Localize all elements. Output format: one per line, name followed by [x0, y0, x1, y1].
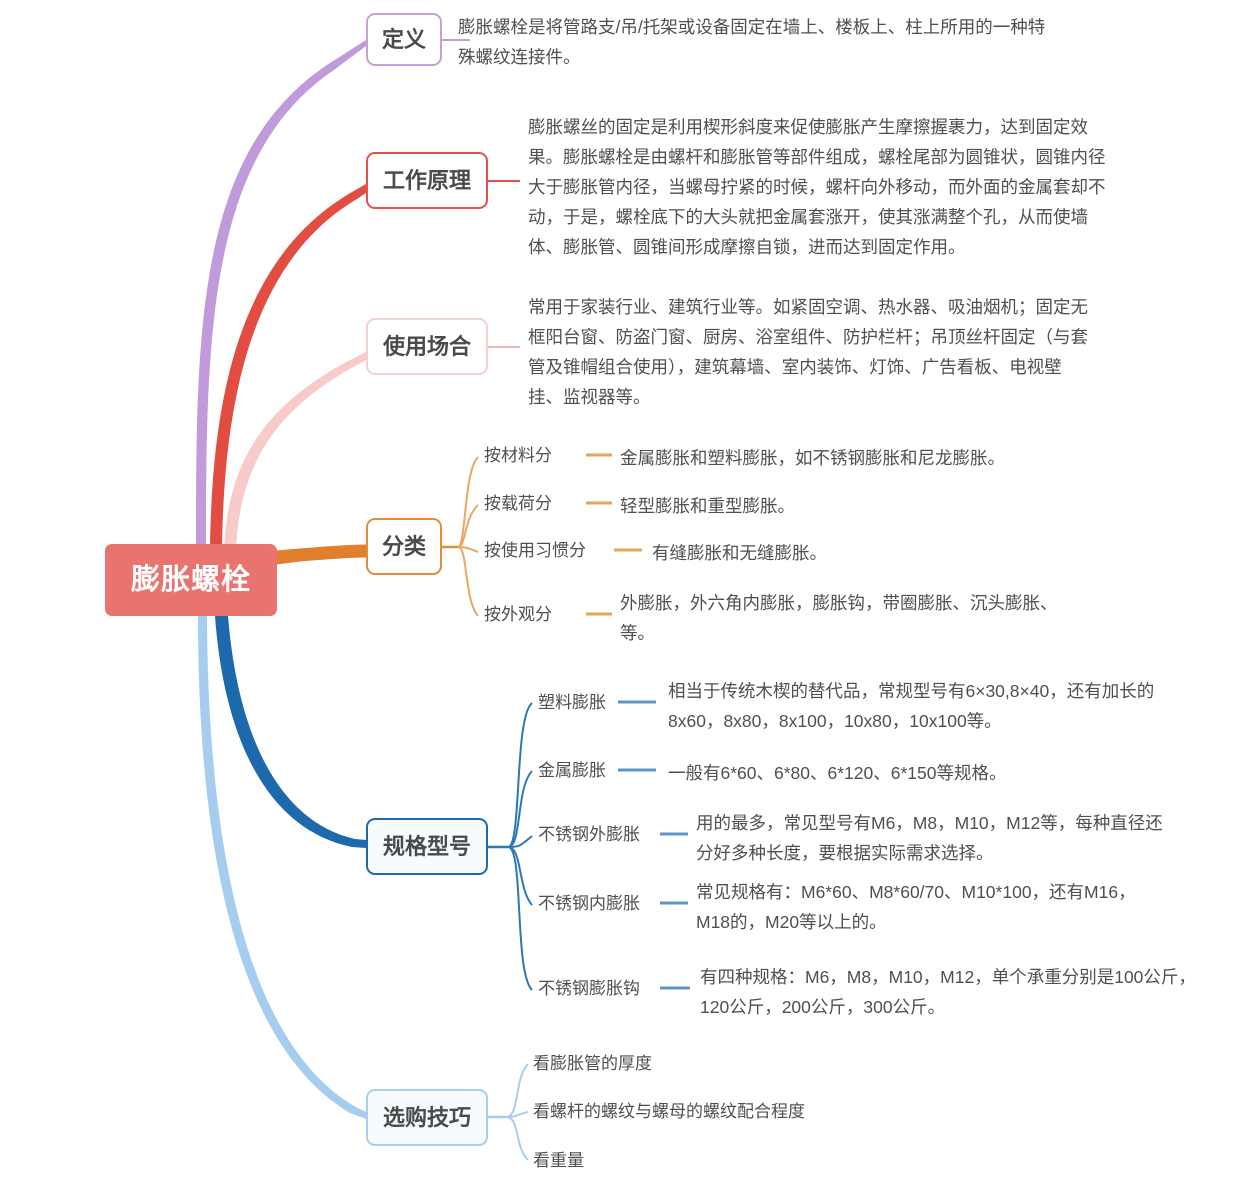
branch-node-buying-tips[interactable]: 选购技巧 [366, 1089, 488, 1146]
branch-node-specifications[interactable]: 规格型号 [366, 818, 488, 875]
subbranch-label-check-tube-thickness[interactable]: 看膨胀管的厚度 [533, 1054, 652, 1073]
branch-node-usage-scenarios[interactable]: 使用场合 [366, 318, 488, 375]
subnote-stainless-expansion-hook: 有四种规格：M6，M8，M10，M12，单个承重分别是100公斤，120公斤，2… [700, 967, 1196, 1017]
branch-node-working-principle-label: 工作原理 [382, 167, 471, 193]
branch-node-working-principle[interactable]: 工作原理 [366, 152, 488, 209]
subbranch-curve-classification-2 [457, 504, 479, 548]
subbranch-label-stainless-expansion-hook[interactable]: 不锈钢膨胀钩 [538, 979, 640, 998]
subbranch-label-stainless-inner-expansion[interactable]: 不锈钢内膨胀 [538, 894, 640, 913]
subbranch-curve-buying-2 [505, 1111, 529, 1118]
subbranch-curve-specifications-1 [507, 702, 533, 848]
subnote-by-load: 轻型膨胀和重型膨胀。 [620, 496, 795, 516]
subnote-by-usage-habit: 有缝膨胀和无缝膨胀。 [652, 543, 827, 563]
subbranch-curve-specifications-4 [507, 846, 533, 906]
note-working-principle: 膨胀螺丝的固定是利用楔形斜度来促使膨胀产生摩擦握裹力，达到固定效果。膨胀螺栓是由… [528, 117, 1106, 257]
branch-curve-usage [224, 352, 366, 549]
subbranch-curve-classification-3 [457, 546, 479, 553]
subbranch-label-by-appearance[interactable]: 按外观分 [484, 605, 552, 624]
subnote-by-material: 金属膨胀和塑料膨胀，如不锈钢膨胀和尼龙膨胀。 [620, 448, 1005, 468]
note-definition: 膨胀螺栓是将管路支/吊/托架或设备固定在墙上、楼板上、柱上所用的一种特殊螺纹连接… [458, 17, 1046, 67]
subbranch-curve-buying-3 [505, 1116, 529, 1161]
subnote-plastic-expansion: 相当于传统木楔的替代品，常规型号有6×30,8×40，还有加长的8x60，8x8… [668, 681, 1155, 731]
branch-curve-buying-tips [198, 616, 366, 1119]
subbranch-label-by-load[interactable]: 按载荷分 [484, 494, 552, 513]
root-node-label: 膨胀螺栓 [130, 563, 251, 596]
root-node[interactable]: 膨胀螺栓 [105, 544, 277, 616]
subbranch-curve-classification-1 [457, 456, 479, 548]
subbranch-curve-buying-1 [505, 1063, 529, 1118]
branch-node-buying-tips-label: 选购技巧 [382, 1104, 471, 1130]
subbranch-curve-specifications-2 [507, 770, 533, 848]
branch-curve-specifications [215, 616, 366, 848]
subbranch-label-stainless-outer-expansion[interactable]: 不锈钢外膨胀 [538, 825, 640, 844]
branch-curve-definition [196, 40, 366, 548]
subnote-by-appearance: 外膨胀，外六角内膨胀，膨胀钩，带圈膨胀、沉头膨胀、等。 [620, 593, 1058, 643]
subbranch-label-check-weight[interactable]: 看重量 [533, 1151, 584, 1170]
subbranch-label-by-material[interactable]: 按材料分 [484, 446, 552, 465]
note-usage-scenarios: 常用于家装行业、建筑行业等。如紧固空调、热水器、吸油烟机；固定无框阳台窗、防盗门… [528, 297, 1088, 407]
subbranch-curve-specifications-5 [507, 846, 533, 991]
branch-node-specifications-label: 规格型号 [382, 833, 471, 859]
subbranch-label-metal-expansion[interactable]: 金属膨胀 [538, 761, 606, 780]
branch-node-usage-scenarios-label: 使用场合 [382, 333, 471, 359]
branch-curve-working-principle [210, 184, 366, 548]
branch-node-definition[interactable]: 定义 [366, 13, 442, 66]
subbranch-label-plastic-expansion[interactable]: 塑料膨胀 [538, 693, 606, 712]
subnote-stainless-inner-expansion: 常见规格有：M6*60、M8*60/70、M10*100，还有M16，M18的，… [696, 882, 1136, 932]
subbranch-label-check-thread-fit[interactable]: 看螺杆的螺纹与螺母的螺纹配合程度 [533, 1102, 805, 1121]
subnote-metal-expansion: 一般有6*60、6*80、6*120、6*150等规格。 [668, 763, 1007, 783]
subbranch-label-by-usage-habit[interactable]: 按使用习惯分 [484, 541, 586, 560]
subbranch-curve-specifications-3 [507, 835, 533, 848]
branch-curve-classification [273, 544, 369, 565]
branch-node-definition-label: 定义 [381, 26, 426, 52]
subbranch-curve-classification-4 [457, 546, 479, 617]
subnote-stainless-outer-expansion: 用的最多，常见型号有M6，M8，M10，M12等，每种直径还分好多种长度，要根据… [696, 813, 1163, 863]
branch-node-classification-label: 分类 [381, 533, 426, 559]
branch-node-classification[interactable]: 分类 [366, 518, 442, 575]
